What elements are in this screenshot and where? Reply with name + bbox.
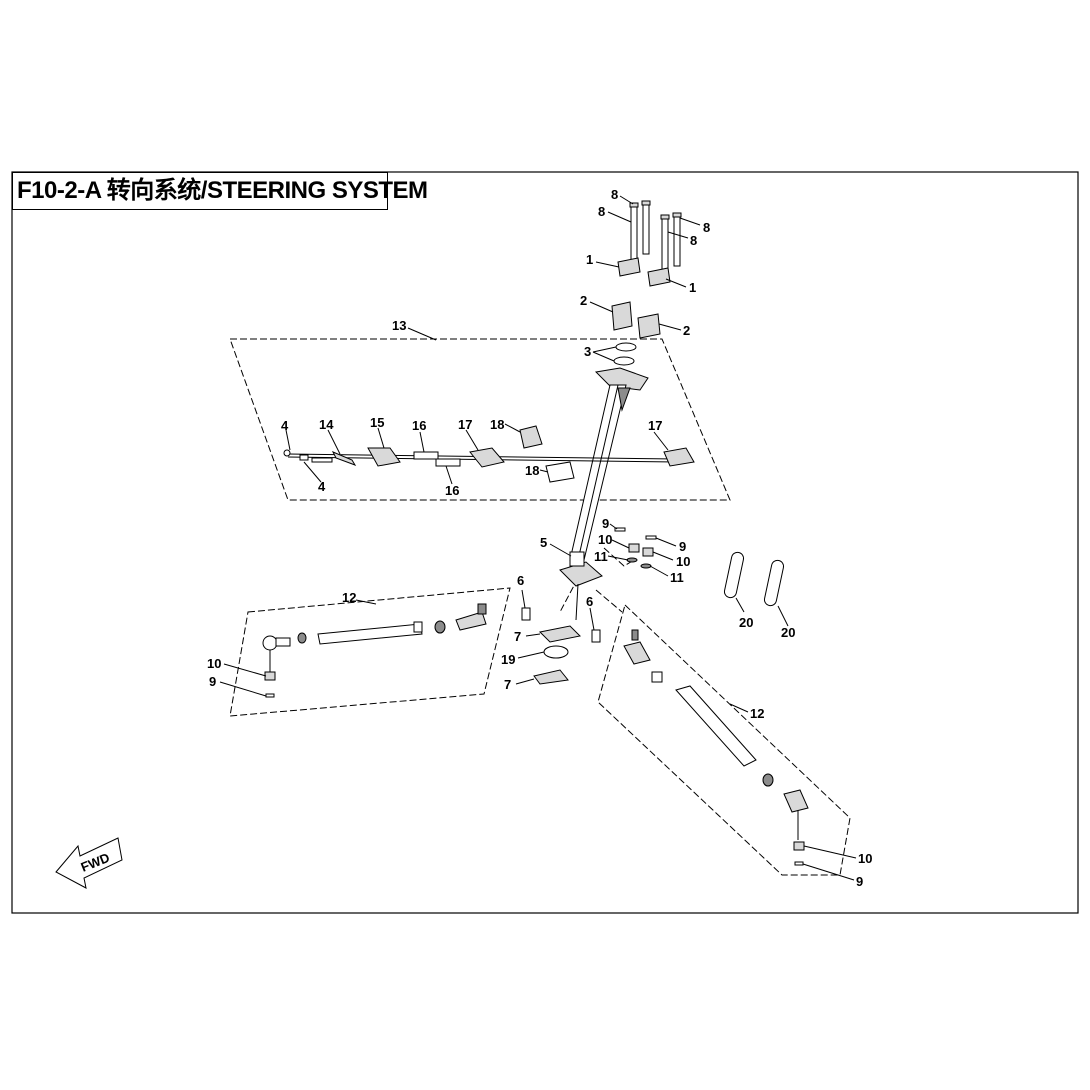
callout-20: 20 xyxy=(739,615,753,630)
bolt-8-left-pair xyxy=(629,200,651,261)
callout-14: 14 xyxy=(319,417,334,432)
diagram-title: F10-2-A 转向系统/STEERING SYSTEM xyxy=(12,172,428,210)
group-outline-12-left xyxy=(229,587,511,717)
callout-7: 7 xyxy=(504,677,511,692)
callout-11: 11 xyxy=(670,570,684,585)
nut-9-b xyxy=(645,535,657,540)
callout-10: 10 xyxy=(207,656,221,671)
bolt-8-right-pair xyxy=(660,212,682,271)
callout-8: 8 xyxy=(598,204,605,219)
clamp-cap-1-left xyxy=(617,257,641,277)
callout-13: 13 xyxy=(392,318,406,333)
bushing-2-right xyxy=(637,313,661,339)
callout-18: 18 xyxy=(490,417,504,432)
callout-8: 8 xyxy=(703,220,710,235)
nut-10-b xyxy=(642,547,654,557)
callout-4: 4 xyxy=(281,418,289,433)
callout-16: 16 xyxy=(445,483,459,498)
callout-19: 19 xyxy=(501,652,515,667)
link-plate-20-right xyxy=(763,559,785,607)
plate-7-top xyxy=(538,625,582,643)
callout-6: 6 xyxy=(517,573,524,588)
callout-15: 15 xyxy=(370,415,384,430)
callout-9: 9 xyxy=(679,539,686,554)
group-outline-13 xyxy=(229,338,731,501)
bolt-6-right xyxy=(591,629,601,643)
callout-9: 9 xyxy=(602,516,609,531)
callout-12: 12 xyxy=(750,706,764,721)
lower-bracket-5-boss xyxy=(569,551,585,567)
bushing-19 xyxy=(543,645,569,659)
callout-9: 9 xyxy=(856,874,863,889)
bolt-6-left xyxy=(521,607,531,621)
callout-1: 1 xyxy=(689,280,696,295)
nut-10-a xyxy=(628,543,640,553)
callout-10: 10 xyxy=(858,851,872,866)
callout-16: 16 xyxy=(412,418,426,433)
clamp-cap-1-right xyxy=(647,267,671,287)
callout-7: 7 xyxy=(514,629,521,644)
leader-lines xyxy=(219,195,857,881)
diagram-frame xyxy=(11,171,1079,914)
washer-3-bottom xyxy=(613,356,635,366)
steering-column xyxy=(569,367,649,561)
callout-10: 10 xyxy=(598,532,612,547)
callout-20: 20 xyxy=(781,625,795,640)
callout-6: 6 xyxy=(586,594,593,609)
washer-11-b xyxy=(640,563,652,569)
nut-9-a xyxy=(614,527,626,532)
callout-12: 12 xyxy=(342,590,356,605)
callout-1: 1 xyxy=(586,252,593,267)
callout-5: 5 xyxy=(540,535,547,550)
callout-8: 8 xyxy=(690,233,697,248)
callout-18: 18 xyxy=(525,463,539,478)
callout-8: 8 xyxy=(611,187,618,202)
callout-numbers: 8 8 8 8 1 1 2 2 3 13 4 4 14 15 16 16 17 … xyxy=(207,187,872,889)
callout-17: 17 xyxy=(458,417,472,432)
callout-4: 4 xyxy=(318,479,326,494)
callout-11: 11 xyxy=(594,549,608,564)
callout-10: 10 xyxy=(676,554,690,569)
tie-rod-left-12 xyxy=(262,603,487,698)
washer-11-a xyxy=(626,557,638,563)
tie-rod-right-12 xyxy=(623,629,809,866)
link-plate-20-left xyxy=(723,551,745,599)
callout-17: 17 xyxy=(648,418,662,433)
callout-2: 2 xyxy=(580,293,587,308)
cable-assembly-13 xyxy=(283,425,695,483)
fwd-arrow: FWD xyxy=(55,837,123,889)
plate-7-bottom xyxy=(533,669,569,685)
callout-9: 9 xyxy=(209,674,216,689)
bushing-2-left xyxy=(611,301,633,331)
group-outline-12-right xyxy=(597,604,851,876)
washer-3-top xyxy=(615,342,637,352)
callout-3: 3 xyxy=(584,344,591,359)
callout-2: 2 xyxy=(683,323,690,338)
